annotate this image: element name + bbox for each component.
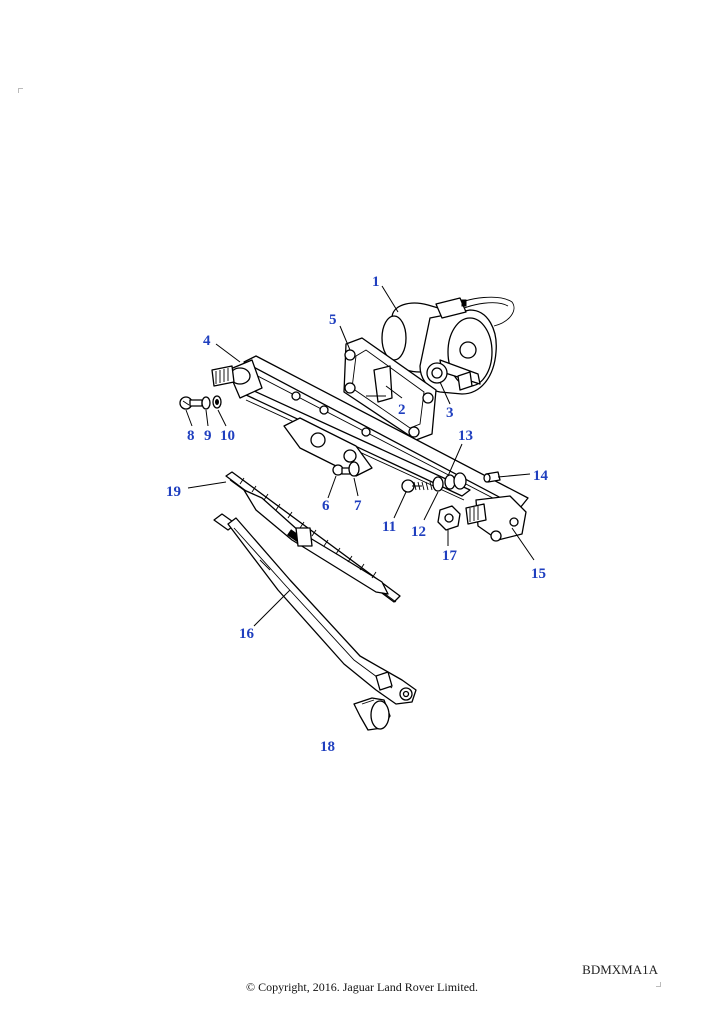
callout-7: 7 bbox=[354, 498, 362, 514]
callout-10: 10 bbox=[220, 428, 235, 444]
callout-9: 9 bbox=[204, 428, 212, 444]
callout-18: 18 bbox=[320, 739, 335, 755]
wiper-linkage-frame bbox=[211, 355, 529, 542]
nut-cover bbox=[353, 697, 391, 731]
leader-lines bbox=[185, 285, 535, 627]
callout-5: 5 bbox=[329, 312, 337, 328]
callout-4: 4 bbox=[203, 333, 211, 349]
callout-14: 14 bbox=[533, 468, 549, 484]
callout-6: 6 bbox=[322, 498, 330, 514]
callout-12: 12 bbox=[411, 524, 426, 540]
callout-19: 19 bbox=[166, 484, 181, 500]
callout-11: 11 bbox=[382, 519, 396, 535]
copyright-notice: © Copyright, 2016. Jaguar Land Rover Lim… bbox=[245, 980, 479, 994]
callout-13: 13 bbox=[458, 428, 473, 444]
crop-mark-top-left bbox=[18, 88, 23, 93]
callout-8: 8 bbox=[187, 428, 195, 444]
callout-15: 15 bbox=[531, 566, 546, 582]
wiper-blade bbox=[225, 471, 401, 603]
wiper-motor bbox=[381, 296, 515, 395]
callout-2: 2 bbox=[398, 402, 406, 418]
callout-17: 17 bbox=[442, 548, 458, 564]
diagram-reference-code: BDMXMA1A bbox=[582, 962, 658, 977]
callout-labels: 1 2 3 4 5 6 7 8 9 10 11 12 13 14 15 16 1… bbox=[166, 274, 549, 755]
callout-16: 16 bbox=[239, 626, 255, 642]
callout-3: 3 bbox=[446, 405, 454, 421]
callout-1: 1 bbox=[372, 274, 380, 290]
fasteners bbox=[179, 395, 501, 531]
wiper-arm bbox=[213, 513, 417, 705]
